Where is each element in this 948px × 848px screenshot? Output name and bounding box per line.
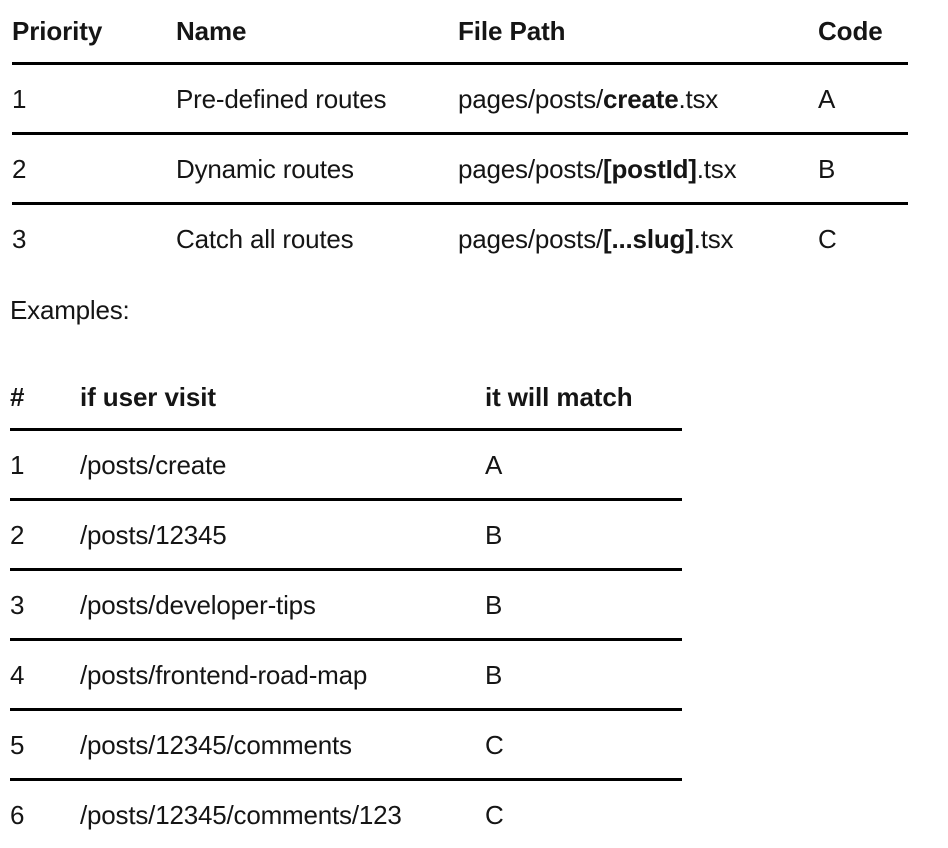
examples-table-body: 1 /posts/create A 2 /posts/12345 B 3 /po… xyxy=(10,430,682,848)
list-item: 2 /posts/12345 B xyxy=(10,500,682,570)
examples-table: # if user visit it will match 1 /posts/c… xyxy=(10,366,682,848)
cell-visit-url: /posts/create xyxy=(80,430,485,500)
cell-name: Dynamic routes xyxy=(176,134,458,204)
cell-file-path: pages/posts/[postId].tsx xyxy=(458,134,818,204)
cell-number: 6 xyxy=(10,780,80,848)
list-item: 6 /posts/12345/comments/123 C xyxy=(10,780,682,848)
cell-visit-url: /posts/12345/comments xyxy=(80,710,485,780)
path-dynamic-segment: [...slug] xyxy=(603,224,694,254)
column-header-visit: if user visit xyxy=(80,366,485,430)
cell-visit-url: /posts/developer-tips xyxy=(80,570,485,640)
path-suffix: .tsx xyxy=(697,154,737,184)
cell-number: 5 xyxy=(10,710,80,780)
table-row: 1 Pre-defined routes pages/posts/create.… xyxy=(12,64,908,134)
table-header-row: # if user visit it will match xyxy=(10,366,682,430)
column-header-match: it will match xyxy=(485,366,682,430)
table-header-row: Priority Name File Path Code xyxy=(12,0,908,64)
list-item: 1 /posts/create A xyxy=(10,430,682,500)
list-item: 3 /posts/developer-tips B xyxy=(10,570,682,640)
cell-code: B xyxy=(818,134,908,204)
route-priority-table-head: Priority Name File Path Code xyxy=(12,0,908,64)
path-dynamic-segment: create xyxy=(603,84,678,114)
cell-match-code: B xyxy=(485,640,682,710)
cell-number: 3 xyxy=(10,570,80,640)
list-item: 4 /posts/frontend-road-map B xyxy=(10,640,682,710)
path-prefix: pages/posts/ xyxy=(458,154,603,184)
cell-code: C xyxy=(818,204,908,273)
column-header-code: Code xyxy=(818,0,908,64)
column-header-name: Name xyxy=(176,0,458,64)
route-priority-table: Priority Name File Path Code 1 Pre-defin… xyxy=(12,0,908,272)
path-suffix: .tsx xyxy=(694,224,734,254)
path-dynamic-segment: [postId] xyxy=(603,154,697,184)
table-row: 3 Catch all routes pages/posts/[...slug]… xyxy=(12,204,908,273)
cell-match-code: C xyxy=(485,780,682,848)
column-header-file-path: File Path xyxy=(458,0,818,64)
cell-match-code: A xyxy=(485,430,682,500)
cell-name: Catch all routes xyxy=(176,204,458,273)
path-prefix: pages/posts/ xyxy=(458,224,603,254)
path-suffix: .tsx xyxy=(678,84,718,114)
list-item: 5 /posts/12345/comments C xyxy=(10,710,682,780)
cell-priority: 2 xyxy=(12,134,176,204)
cell-number: 4 xyxy=(10,640,80,710)
cell-match-code: B xyxy=(485,570,682,640)
column-header-number: # xyxy=(10,366,80,430)
path-prefix: pages/posts/ xyxy=(458,84,603,114)
examples-label: Examples: xyxy=(10,297,130,323)
table-row: 2 Dynamic routes pages/posts/[postId].ts… xyxy=(12,134,908,204)
cell-match-code: B xyxy=(485,500,682,570)
cell-file-path: pages/posts/[...slug].tsx xyxy=(458,204,818,273)
cell-number: 2 xyxy=(10,500,80,570)
route-priority-table-body: 1 Pre-defined routes pages/posts/create.… xyxy=(12,64,908,273)
cell-visit-url: /posts/12345/comments/123 xyxy=(80,780,485,848)
cell-visit-url: /posts/12345 xyxy=(80,500,485,570)
cell-name: Pre-defined routes xyxy=(176,64,458,134)
cell-visit-url: /posts/frontend-road-map xyxy=(80,640,485,710)
column-header-priority: Priority xyxy=(12,0,176,64)
examples-table-head: # if user visit it will match xyxy=(10,366,682,430)
cell-match-code: C xyxy=(485,710,682,780)
cell-number: 1 xyxy=(10,430,80,500)
cell-priority: 1 xyxy=(12,64,176,134)
cell-code: A xyxy=(818,64,908,134)
cell-file-path: pages/posts/create.tsx xyxy=(458,64,818,134)
cell-priority: 3 xyxy=(12,204,176,273)
